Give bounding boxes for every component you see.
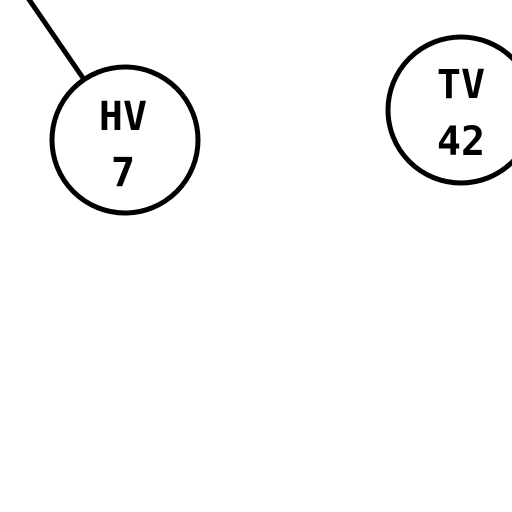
- node-tv-label: TV: [437, 62, 485, 108]
- node-tv-value: 42: [437, 119, 485, 165]
- node-hv-value: 7: [111, 150, 135, 196]
- node-hv-label: HV: [99, 94, 147, 140]
- node-tv[interactable]: TV 42: [385, 34, 512, 186]
- node-hv[interactable]: HV 7: [49, 64, 201, 216]
- connector-line: [26, 0, 86, 81]
- node-tv-circle: [385, 34, 512, 186]
- node-hv-circle: [49, 64, 201, 216]
